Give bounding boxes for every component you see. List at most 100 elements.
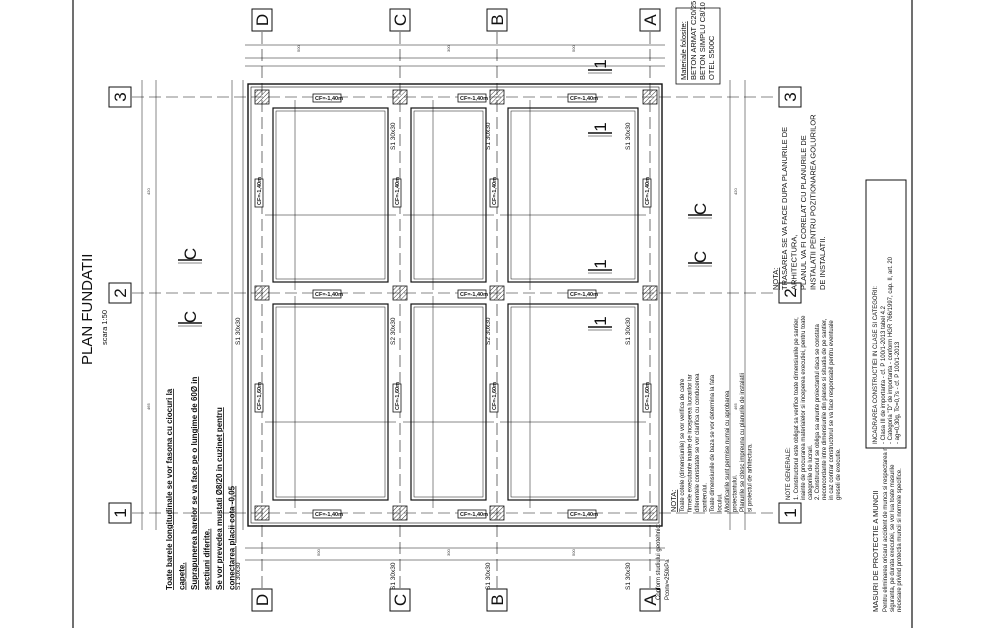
foundation-note-line: Toate barele longitudinale se vor fasona… [165,388,174,590]
section-mark: C [691,251,710,263]
dimension-value: 465 [146,403,151,410]
materials-box [675,7,721,85]
level-box [312,93,342,103]
mid-note-line: locului. [718,493,724,512]
safety-line: Pentru eliminarea oricarui accident de m… [883,418,889,612]
mid-note-line: firmele executante inainte de inceperea … [688,374,694,512]
mid-note-line: Toate dimensiunile de baza se vor determ… [710,374,716,512]
level-tag [457,289,487,299]
dimension-value: 500 [571,45,576,52]
section-mark: C [691,203,710,215]
foundation-note-line: sectiuni diferite. [203,529,212,590]
axis-bubble-1 [778,502,802,524]
level-tag [312,93,342,103]
axis-label-1: 1 [111,508,130,517]
axis-bubble-3 [778,86,802,108]
level-label: CF=-1,40m [460,96,488,102]
level-label: CF=-1,40m [395,177,401,205]
geotech-line: Pconv=250kPa [665,559,671,600]
level-tag [642,178,652,208]
foundation-note-line: conectarea placii cota -0,05 [228,485,237,590]
general-note-line: neconcordante intre dimensiunile din pla… [822,318,828,500]
axis-label-D: D [253,594,272,606]
level-tag [567,289,597,299]
level-box [567,289,597,299]
level-label: CF=-1,40m [492,177,498,205]
slab-panel [272,107,389,283]
column-hatched [489,285,505,301]
dimension-value: 300 [446,549,451,556]
axis-bubble-A [639,588,661,612]
safety-heading: MASURI DE PROTECTIE A MUNCII [871,490,880,612]
axis-bubble-C [389,588,411,612]
section-mark: C [181,248,200,260]
axis-bubble-1 [108,502,132,524]
dimension-value: 300 [446,45,451,52]
axis-bubble-B [486,8,508,32]
foundation-note-line: Se vor prevedea mustati Ø8/20 in cuzinet… [215,407,224,590]
level-tag [392,178,402,208]
axis-label-2: 2 [781,288,800,297]
column-label: S2 30x30 [485,317,492,345]
axis-label-D: D [253,14,272,26]
level-box [312,509,342,519]
dimension-value: 420 [733,188,738,195]
level-label: CF=-1,40m [257,177,263,205]
materials-line: OTEL S500C [707,35,716,80]
slab-panel-inner [510,110,636,280]
dimension-value: 500 [571,549,576,556]
column-hatched [392,89,408,105]
mid-note-line: proiectantului. [733,474,739,512]
materials-heading: Materiale folosite: [679,21,688,80]
level-box [457,93,487,103]
slab-panel [272,303,389,501]
axis-bubble-C [389,8,411,32]
materials-line: BETON ARMAT C20/25 [689,1,698,80]
column-label: S1 30x30 [235,562,242,590]
column-hatched [254,89,270,105]
axis-label-2: 2 [111,288,130,297]
dimension-value: 465 [733,403,738,410]
level-tag [254,383,264,413]
slab-panel [410,303,487,501]
section-mark: 1 [591,259,610,268]
level-label: CF=-1,60m [492,382,498,410]
level-label: CF=-1,40m [570,512,598,518]
section-mark: 1 [591,122,610,131]
slab-panel-inner [413,306,484,498]
level-label: CF=-1,40m [570,96,598,102]
column-label: S1 30x30 [625,562,632,590]
axis-label-3: 3 [781,92,800,101]
axis-label-B: B [488,594,507,605]
level-tag [489,383,499,413]
column-hatched [392,285,408,301]
column-hatched [642,89,658,105]
foundation-note-line: Suprapunerea barelor se va face pe o lun… [190,376,199,590]
column-label: S1 30x30 [235,317,242,345]
column-hatched [642,285,658,301]
level-label: CF=-1,40m [460,512,488,518]
section-mark: 1 [591,59,610,68]
general-note-line: greseli de executie. [836,448,842,500]
mid-note-line: Modificarile sunt permise numai cu aprob… [725,390,731,512]
dimension-value: 500 [296,45,301,52]
mid-note-line: Planurile se citesc impreuna cu planuril… [740,373,746,512]
column-label: S1 30x30 [485,122,492,150]
slab-panel [507,303,639,501]
level-tag [457,509,487,519]
general-note-line: 2. Constructorul se obliga sa anunte pro… [815,324,821,500]
level-label: CF=-1,40m [570,292,598,298]
general-note-line: categoriile de lucrari. [808,444,814,500]
level-box [567,93,597,103]
level-label: CF=-1,60m [257,382,263,410]
axis-label-A: A [641,14,660,26]
level-box [312,289,342,299]
column-label: S2 30x30 [390,317,397,345]
mid-note-line: si proiectul de arhitectura. [748,443,754,512]
axis-label-C: C [391,14,410,26]
column-label: S1 30x30 [390,562,397,590]
level-box [567,509,597,519]
right-note-line: TRASAREA SE VA FACE DUPA PLANURILE DE [780,127,789,290]
mid-note-line: diferentele constatate se vor clarifica … [695,373,701,512]
